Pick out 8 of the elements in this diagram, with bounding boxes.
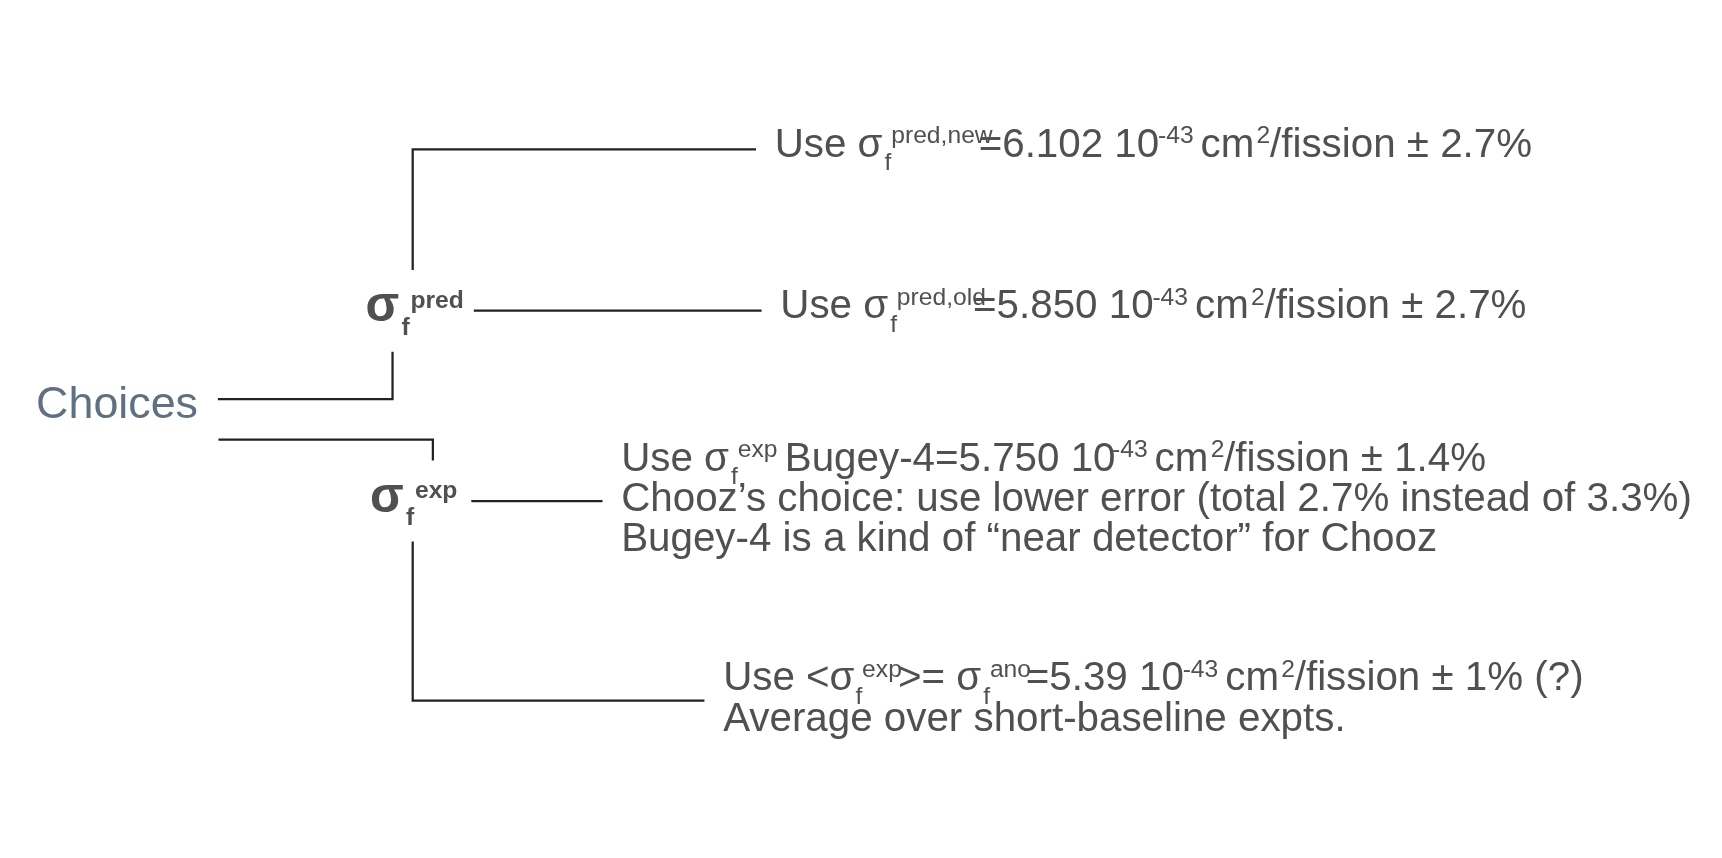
connector — [471, 499, 603, 502]
connector — [411, 147, 756, 270]
connector — [411, 541, 705, 702]
node-text: Use σ$_{f}$$^{exp}$ Bugey-4=5.750 10$^{-43}$ cm$^{2}$/fission ± 1.4% Chooz’s choice: use lower error (total 2.7% instead of 3.3%) Bugey-4 is a kind of “near detector” for Chooz — [621, 433, 1692, 560]
node-text: Choices — [36, 376, 199, 427]
node-text: Use <σ$_{f}$$^{exp}$>= σ$_{f}$$^{ano}$=5.39 10$^{-43}$ cm$^{2}$/fission ± 1% (?) Average over short-baseline expts. — [723, 652, 1584, 740]
connector — [473, 309, 762, 312]
connector — [217, 351, 394, 400]
